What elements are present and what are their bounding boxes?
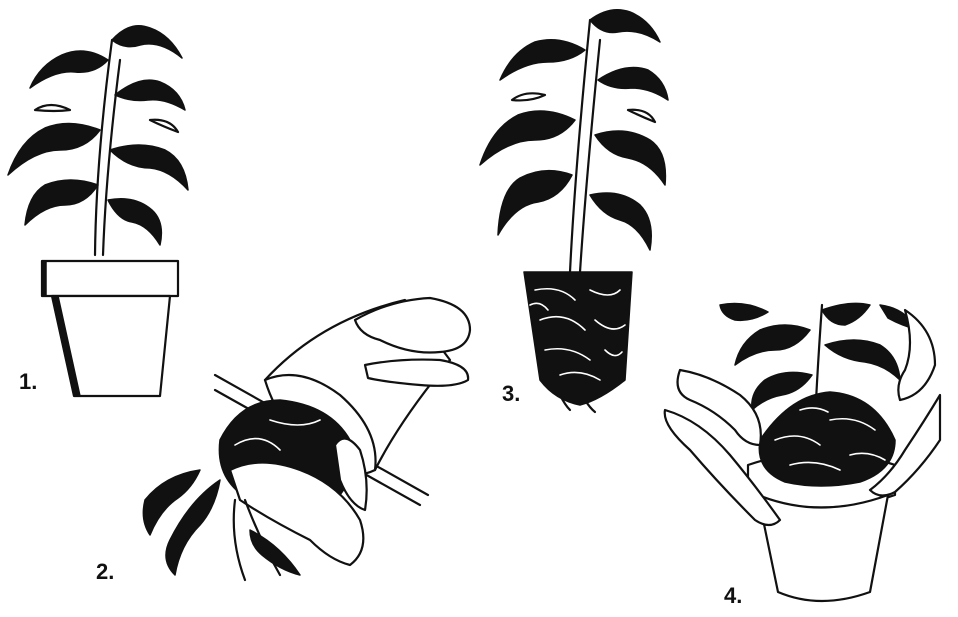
step-1-foliage [8, 26, 188, 255]
step-4-soil-root-ball [759, 392, 895, 486]
step-1-pot [42, 261, 178, 396]
step-4-label: 4. [724, 585, 742, 607]
step-1-potted-plant [8, 26, 188, 396]
step-3-foliage [480, 10, 668, 272]
step-3-root-ball-plant [480, 10, 668, 412]
step-4-repot [665, 303, 940, 601]
step-2-label: 2. [96, 561, 114, 583]
step-3-label: 3. [502, 383, 520, 405]
step-2-remove-from-pot [143, 298, 470, 580]
step-1-label: 1. [19, 371, 37, 393]
step-3-root-ball [524, 272, 632, 412]
